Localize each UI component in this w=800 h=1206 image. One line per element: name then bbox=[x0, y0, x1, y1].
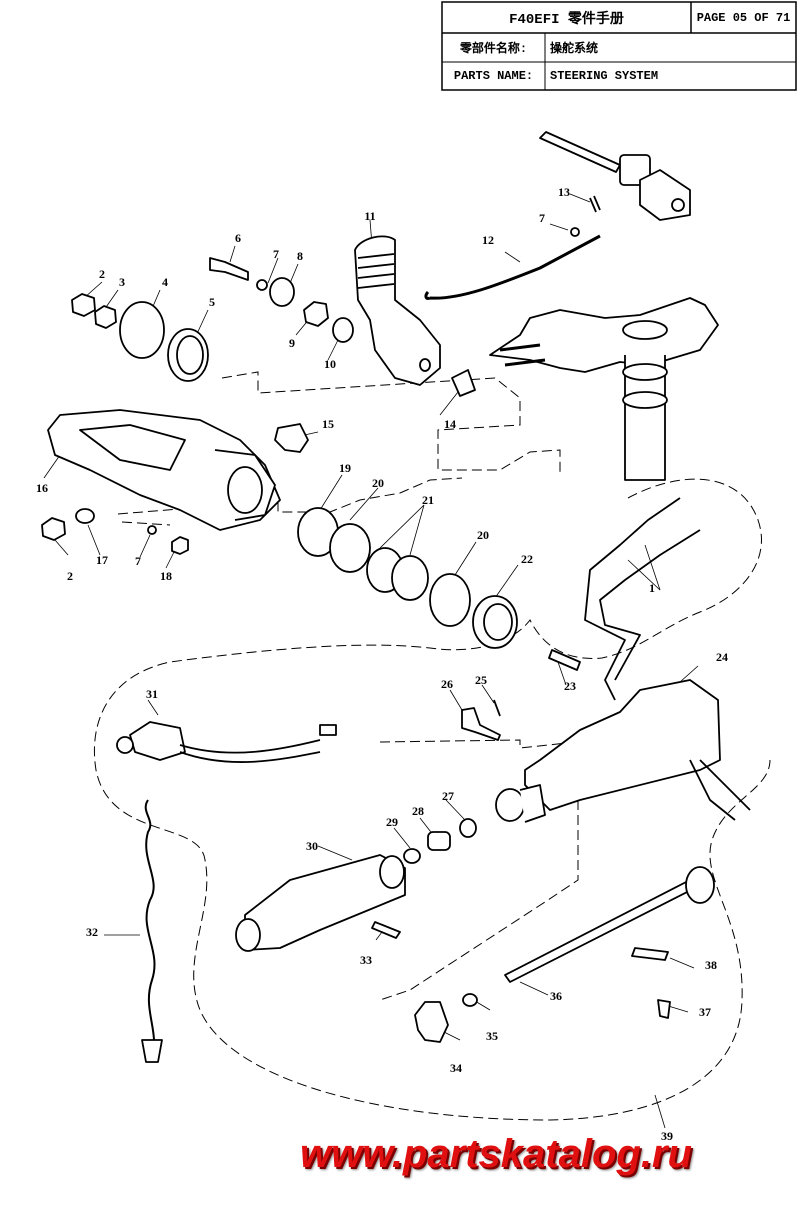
callout-9: 9 bbox=[289, 336, 295, 350]
callout-20: 20 bbox=[477, 528, 489, 542]
callout-7: 7 bbox=[135, 554, 141, 568]
switch-31 bbox=[116, 721, 337, 763]
callout-24: 24 bbox=[716, 650, 728, 664]
ring-21b bbox=[391, 555, 429, 601]
callout-38: 38 bbox=[705, 958, 717, 972]
callout-21: 21 bbox=[422, 493, 434, 507]
callout-3: 3 bbox=[119, 275, 125, 289]
callout-4: 4 bbox=[162, 275, 168, 289]
washer-29 bbox=[403, 848, 421, 864]
callout-32: 32 bbox=[86, 925, 98, 939]
ring-20-lower bbox=[429, 573, 471, 627]
callout-2: 2 bbox=[99, 267, 105, 281]
callout-1: 1 bbox=[649, 581, 655, 595]
bushing-8 bbox=[269, 277, 295, 307]
callout-14: 14 bbox=[444, 417, 456, 431]
tiller-handle-16 bbox=[47, 409, 281, 531]
callout-31: 31 bbox=[146, 687, 158, 701]
plate-38 bbox=[631, 947, 669, 961]
callout-19: 19 bbox=[339, 461, 351, 475]
callout-36: 36 bbox=[550, 989, 562, 1003]
callout-7: 7 bbox=[539, 211, 545, 225]
callout-25: 25 bbox=[475, 673, 487, 687]
bolt-6 bbox=[209, 257, 249, 281]
housing-24 bbox=[495, 679, 751, 823]
swivel-bracket-assembly bbox=[489, 131, 719, 481]
callout-16: 16 bbox=[36, 481, 48, 495]
callout-8: 8 bbox=[297, 249, 303, 263]
watermark: www.partskatalog.ru bbox=[300, 1132, 692, 1176]
callout-17: 17 bbox=[96, 553, 108, 567]
screw-33 bbox=[371, 921, 401, 939]
callout-18: 18 bbox=[160, 569, 172, 583]
callout-35: 35 bbox=[486, 1029, 498, 1043]
nut-9 bbox=[303, 301, 329, 327]
cn-parts-name-label: 零部件名称: bbox=[459, 42, 528, 56]
nut-2 bbox=[71, 293, 96, 317]
plate-4 bbox=[119, 301, 165, 359]
washer-7-top bbox=[570, 227, 580, 237]
callout-7: 7 bbox=[273, 247, 279, 261]
parts bbox=[41, 131, 751, 1063]
callout-27: 27 bbox=[442, 789, 454, 803]
callout-15: 15 bbox=[322, 417, 334, 431]
pin-25 bbox=[493, 699, 501, 717]
callout-37: 37 bbox=[699, 1005, 711, 1019]
screw-37 bbox=[657, 999, 671, 1019]
stud-23 bbox=[548, 649, 581, 671]
washer-7 bbox=[256, 279, 268, 291]
header-table bbox=[441, 1, 797, 91]
bolt-14 bbox=[451, 369, 476, 397]
nut-2-lower bbox=[41, 517, 66, 541]
callout-22: 22 bbox=[521, 552, 533, 566]
callout-34: 34 bbox=[450, 1061, 462, 1075]
callout-26: 26 bbox=[441, 677, 453, 691]
lanyard-32 bbox=[144, 799, 156, 1061]
nut-18 bbox=[171, 536, 189, 555]
ring-20 bbox=[329, 523, 371, 573]
callout-12: 12 bbox=[482, 233, 494, 247]
callout-33: 33 bbox=[360, 953, 372, 967]
callout-10: 10 bbox=[324, 357, 336, 371]
rod-12 bbox=[424, 234, 601, 300]
model-title: F40EFI 零件手册 bbox=[509, 11, 624, 28]
throttle-grip-30 bbox=[235, 854, 406, 952]
bolt-26 bbox=[461, 707, 501, 741]
callout-30: 30 bbox=[306, 839, 318, 853]
en-parts-name-value: STEERING SYSTEM bbox=[550, 69, 659, 83]
callout-6: 6 bbox=[235, 231, 241, 245]
washer-10 bbox=[332, 317, 354, 343]
cables-1 bbox=[584, 497, 701, 701]
callout-39: 39 bbox=[661, 1129, 673, 1143]
callout-23: 23 bbox=[564, 679, 576, 693]
cn-parts-name-value: 操舵系统 bbox=[550, 42, 599, 56]
grommet-15 bbox=[274, 423, 309, 453]
callout-5: 5 bbox=[209, 295, 215, 309]
nut-3 bbox=[94, 305, 117, 329]
callout-2: 2 bbox=[67, 569, 73, 583]
callout-29: 29 bbox=[386, 815, 398, 829]
pin-13 bbox=[589, 195, 601, 213]
washer-35 bbox=[462, 993, 478, 1007]
washer-7-lower bbox=[147, 525, 157, 535]
shaft-36 bbox=[504, 879, 696, 983]
callout-11: 11 bbox=[364, 209, 375, 223]
en-parts-name-label: PARTS NAME: bbox=[453, 69, 534, 83]
callout-20: 20 bbox=[372, 476, 384, 490]
lever-11 bbox=[354, 235, 441, 386]
spring-28 bbox=[427, 831, 451, 851]
callout-28: 28 bbox=[412, 804, 424, 818]
clip-17 bbox=[75, 508, 95, 524]
sleeve-27 bbox=[459, 818, 477, 838]
page-label: PAGE 05 OF 71 bbox=[696, 10, 791, 25]
callout-13: 13 bbox=[558, 185, 570, 199]
block-34 bbox=[414, 1001, 449, 1043]
